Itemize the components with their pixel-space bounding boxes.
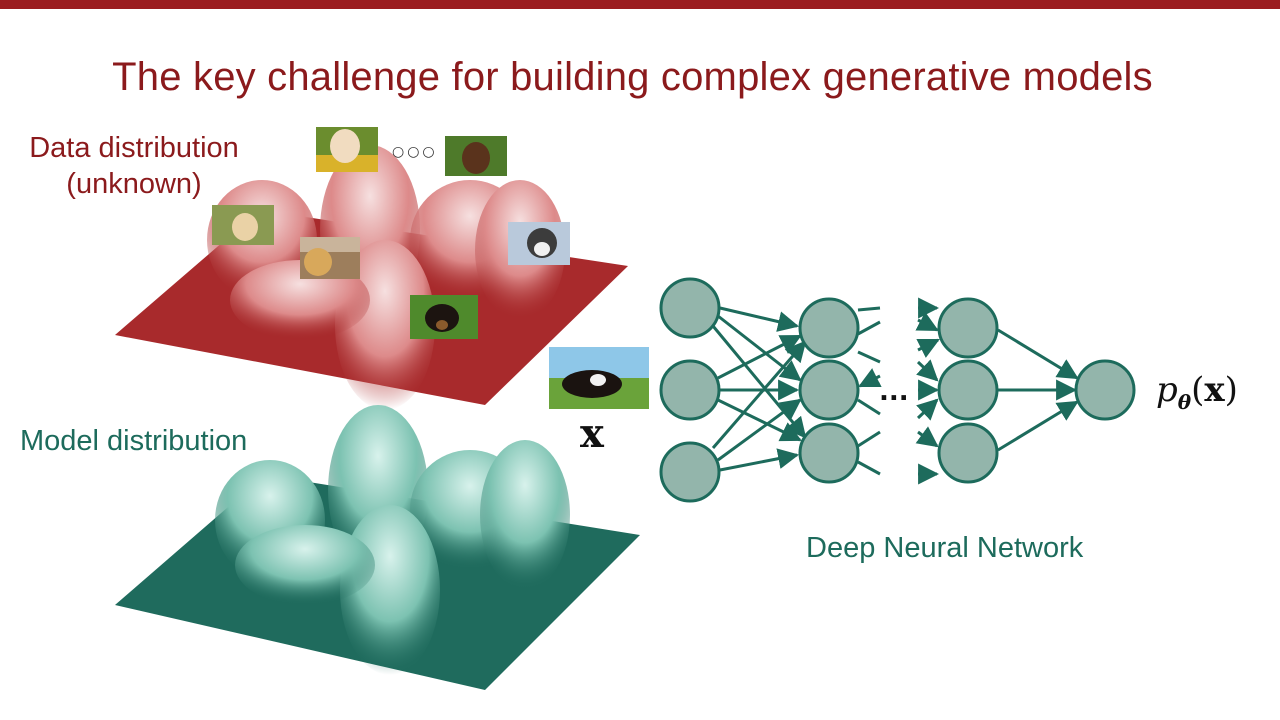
input-node-2: [659, 359, 721, 421]
slide-title: The key challenge for building complex g…: [112, 55, 1153, 99]
hidden2-node-3: [937, 422, 999, 484]
network-edges: [711, 297, 1079, 485]
data-distribution-surface: [115, 145, 628, 410]
model-distribution-surface: [115, 405, 640, 690]
hidden2-node-1: [937, 297, 999, 359]
network-nodes: [659, 277, 1136, 503]
husky-photo: [508, 222, 570, 265]
output-probability-label: pθ(x): [1156, 370, 1238, 414]
rottweiler-photo: [410, 295, 478, 339]
golden-retriever-sitting-photo: [300, 237, 360, 279]
hidden1-node-1: [798, 297, 860, 359]
deep-neural-network-label: Deep Neural Network: [806, 532, 1084, 564]
brown-puppy-photo: [445, 136, 507, 176]
input-node-1: [659, 277, 721, 339]
hidden2-node-2: [937, 359, 999, 421]
pomeranian-photo: [316, 127, 378, 172]
hidden1-node-2: [798, 359, 860, 421]
data-distribution-label-line1: Data distribution: [29, 132, 239, 164]
input-x-label: x: [580, 410, 604, 457]
data-distribution-label-line2: (unknown): [66, 168, 202, 200]
output-node: [1074, 359, 1136, 421]
hidden1-node-3: [798, 422, 860, 484]
image-ellipsis: ○○○: [392, 144, 438, 160]
model-distribution-label: Model distribution: [20, 425, 248, 457]
top-accent-bar: [0, 0, 1280, 9]
data-distribution-label: Data distribution (unknown): [18, 130, 250, 202]
network-ellipsis: ...: [879, 377, 909, 407]
bernese-mountain-dog-photo: [549, 347, 649, 409]
input-node-3: [659, 441, 721, 503]
golden-retriever-running-photo: [212, 205, 274, 245]
